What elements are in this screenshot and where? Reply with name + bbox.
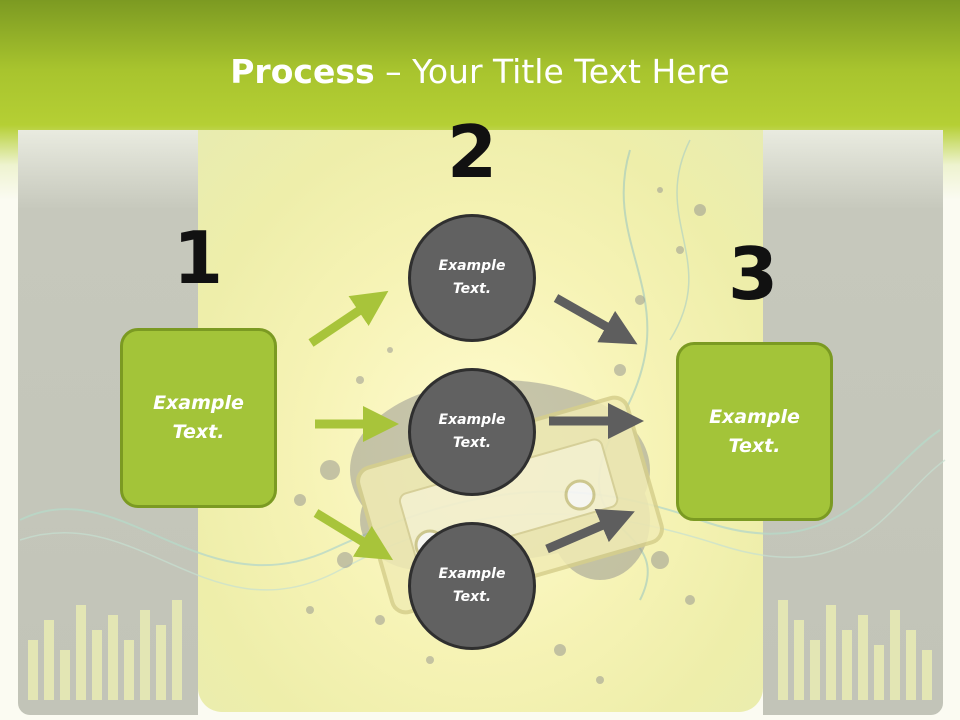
step-number-2: 2 <box>446 110 498 194</box>
arrow-green-up <box>308 290 389 347</box>
circle-middle-line1: Example <box>438 412 506 428</box>
step-number-1: 1 <box>172 216 224 300</box>
equalizer-left-decoration <box>28 600 182 700</box>
left-box-line2: Text. <box>172 421 225 443</box>
arrow-gray-down <box>553 294 638 345</box>
circle-bottom-line2: Text. <box>452 589 492 605</box>
right-box-line2: Text. <box>728 434 781 457</box>
arrow-green-down <box>313 509 394 561</box>
arrow-gray-up <box>545 509 635 554</box>
step-number-3: 3 <box>727 232 779 316</box>
circle-top-line1: Example <box>438 258 506 274</box>
circle-top-line2: Text. <box>452 281 492 297</box>
left-box-line1: Example <box>153 392 244 414</box>
circle-middle-line2: Text. <box>452 435 492 451</box>
equalizer-right-decoration <box>778 600 932 700</box>
slide-title: Process – Your Title Text Here <box>0 52 960 91</box>
title-bold: Process <box>230 52 375 91</box>
right-box-line1: Example <box>709 405 800 428</box>
circle-bottom-line1: Example <box>438 566 506 582</box>
title-rest: – Your Title Text Here <box>374 52 730 91</box>
